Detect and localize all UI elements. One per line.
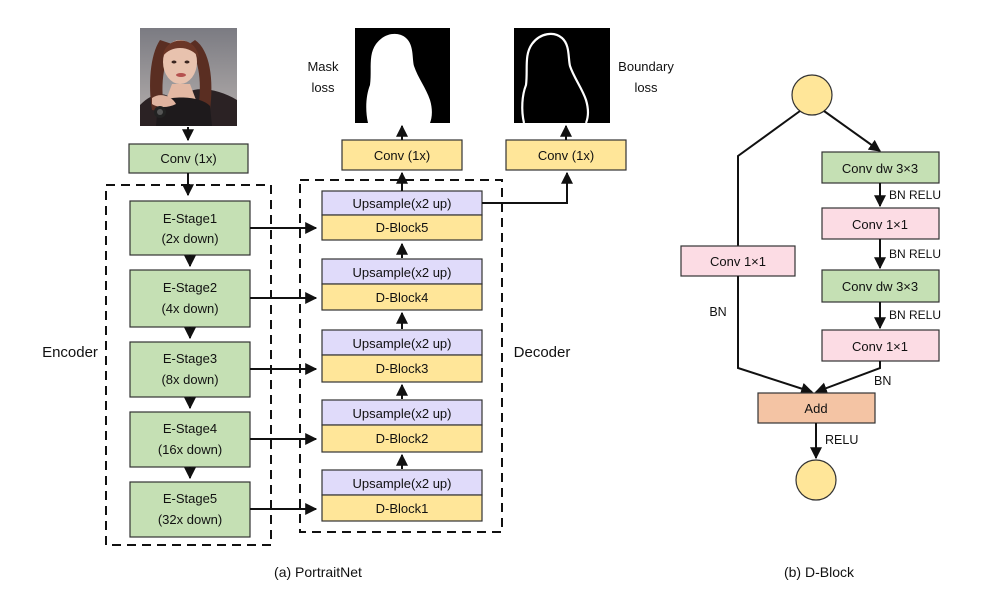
mask-loss-label-line2: loss <box>311 80 335 95</box>
dblock-input-node <box>791 74 833 116</box>
input-conv-label: Conv (1x) <box>160 151 216 166</box>
mask-conv-block: Conv (1x) <box>341 139 463 171</box>
stage-downsample-label: (4x down) <box>161 301 218 316</box>
add-block: Add <box>757 392 876 424</box>
boundary-loss-label-line1: Boundary <box>618 59 674 74</box>
decoder-block-4: Upsample(x2 up) D-Block4 <box>321 258 483 311</box>
stage-label: E-Stage4 <box>163 421 217 436</box>
mask-loss-label-line1: Mask <box>307 59 339 74</box>
main-conv-label: Conv 1×1 <box>852 339 908 354</box>
encoder-stage-3: E-Stage3 (8x down) <box>129 341 251 398</box>
dblock-label: D-Block2 <box>376 431 429 446</box>
skip-branch-top <box>737 110 801 246</box>
stage-downsample-label: (16x down) <box>158 442 222 457</box>
decoder-block-3: Upsample(x2 up) D-Block3 <box>321 329 483 383</box>
dblock-panel: Conv 1×1 BN Conv dw 3×3 BN RELU Conv 1×1… <box>680 74 941 580</box>
encoder-stage-5: E-Stage5 (32x down) <box>129 481 251 538</box>
between-label-1: BN RELU <box>889 188 941 202</box>
stage-downsample-label: (32x down) <box>158 512 222 527</box>
encoder-stage-2: E-Stage2 (4x down) <box>129 269 251 328</box>
skip-conv-block: Conv 1×1 <box>680 245 796 277</box>
main-branch-bottom <box>814 361 881 394</box>
dblock-label: D-Block1 <box>376 501 429 516</box>
decoder-group <box>299 179 503 533</box>
main-conv-label: Conv 1×1 <box>852 217 908 232</box>
between-label-3: BN RELU <box>889 308 941 322</box>
dblock-label: D-Block5 <box>376 220 429 235</box>
stage-downsample-label: (8x down) <box>161 372 218 387</box>
upsample-label: Upsample(x2 up) <box>353 336 452 351</box>
boundary-loss-label-line2: loss <box>634 80 658 95</box>
boundary-conv-block: Conv (1x) <box>505 139 627 171</box>
after-bn-label: BN <box>874 374 891 388</box>
stage-label: E-Stage3 <box>163 351 217 366</box>
stage-label: E-Stage2 <box>163 280 217 295</box>
mask-output-image <box>355 28 450 123</box>
stage-downsample-label: (2x down) <box>161 231 218 246</box>
main-conv-2: Conv 1×1 <box>821 207 940 240</box>
main-conv-4: Conv 1×1 <box>821 329 940 362</box>
main-conv-label: Conv dw 3×3 <box>842 161 918 176</box>
upsample5-to-boundary-conv-arrow <box>482 171 573 204</box>
decoder-block-5: Upsample(x2 up) D-Block5 <box>321 190 483 241</box>
boundary-output-image <box>514 28 610 124</box>
mask-conv-label: Conv (1x) <box>374 148 430 163</box>
input-portrait-image <box>140 28 237 126</box>
portraitnet-caption: (a) PortraitNet <box>274 564 362 580</box>
relu-label: RELU <box>825 433 858 447</box>
stage-label: E-Stage5 <box>163 491 217 506</box>
skip-conv-label: Conv 1×1 <box>710 254 766 269</box>
add-label: Add <box>804 401 827 416</box>
encoder-group <box>105 184 272 546</box>
decoder-block-1: Upsample(x2 up) D-Block1 <box>321 469 483 522</box>
dblock-caption: (b) D-Block <box>784 564 855 580</box>
encoder-label: Encoder <box>42 344 98 361</box>
boundary-conv-label: Conv (1x) <box>538 148 594 163</box>
input-conv-block: Conv (1x) <box>128 143 249 174</box>
main-branch-top <box>823 110 881 152</box>
dblock-label: D-Block4 <box>376 290 429 305</box>
upsample-label: Upsample(x2 up) <box>353 476 452 491</box>
main-conv-label: Conv dw 3×3 <box>842 279 918 294</box>
skip-branch-bottom <box>737 276 814 395</box>
stage-label: E-Stage1 <box>163 211 217 226</box>
decoder-block-2: Upsample(x2 up) D-Block2 <box>321 399 483 453</box>
upsample-label: Upsample(x2 up) <box>353 265 452 280</box>
dblock-label: D-Block3 <box>376 361 429 376</box>
upsample-label: Upsample(x2 up) <box>353 196 452 211</box>
encoder-stage-1: E-Stage1 (2x down) <box>129 200 251 256</box>
upsample-label: Upsample(x2 up) <box>353 406 452 421</box>
decoder-label: Decoder <box>514 344 571 361</box>
skip-bn-label: BN <box>709 305 726 319</box>
dblock-output-node <box>795 459 837 501</box>
between-label-2: BN RELU <box>889 247 941 261</box>
encoder-stage-4: E-Stage4 (16x down) <box>129 411 251 468</box>
portraitnet-panel: Conv (1x) Encoder E-Stage1 (2x down) E-S… <box>42 28 674 580</box>
main-conv-3: Conv dw 3×3 <box>821 269 940 303</box>
main-conv-1: Conv dw 3×3 <box>821 151 940 184</box>
